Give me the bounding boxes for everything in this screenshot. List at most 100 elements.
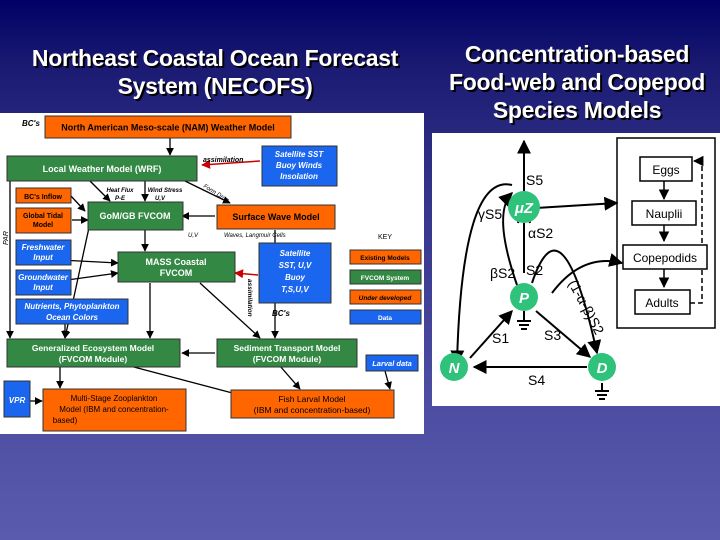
- node-zooplankton: [508, 191, 540, 223]
- zooplankton-box: [42, 388, 187, 432]
- bc-bottom-label: BC's: [272, 309, 290, 318]
- freshwater-line2: Input: [33, 253, 53, 262]
- node-phytoplankton: [510, 283, 538, 311]
- par-label: PAR: [3, 231, 10, 245]
- nam-label: North American Meso-scale (NAM) Weather …: [61, 123, 275, 133]
- nam-weather-model-box: [44, 115, 292, 139]
- uv-label: U,V: [188, 233, 199, 239]
- nutrients-line1: Nutrients, Phytoplankton: [24, 302, 119, 311]
- copepod-stage-frame: [616, 137, 716, 329]
- nutrients-box: [15, 298, 129, 325]
- stage-arrows: [658, 155, 704, 304]
- vpr-box: [3, 380, 31, 418]
- necofs-svg: BC's North American Meso-scale (NAM) Wea…: [3, 115, 422, 432]
- global-tidal-box: [15, 207, 72, 234]
- groundwater-line1: Groundwater: [18, 273, 69, 282]
- sat-winds-line1: Satellite SST: [275, 150, 325, 159]
- foodweb-diagram: μZ P N D S5 γS5 αS2 βS2 S2 (1-α-β)S2 S1 …: [432, 133, 720, 406]
- foodweb-title: Concentration-based Food-web and Copepod…: [432, 40, 720, 124]
- mass-coastal-box: [117, 251, 236, 283]
- sat-winds-line2: Buoy Winds: [276, 161, 323, 170]
- label-s5-top: S5: [526, 172, 543, 188]
- sediment-line1: Sediment Transport Model: [234, 343, 341, 353]
- necofs-title-line1: Northeast Coastal Ocean Forecast: [31, 45, 399, 71]
- bc-top-label: BC's: [22, 119, 40, 128]
- sediment-box: [216, 338, 358, 368]
- foodweb-title-line1: Concentration-based: [464, 41, 690, 67]
- label-s4: S4: [528, 372, 545, 388]
- assimilation-side-label: assimilation: [246, 279, 253, 317]
- assimilation-top-label: assimilation: [203, 157, 243, 164]
- larval-data-box: [365, 354, 419, 372]
- stage-copepodids-label: Copepodids: [633, 251, 697, 265]
- gom-fvcom-box: [87, 201, 184, 231]
- necofs-diagram: BC's North American Meso-scale (NAM) Wea…: [0, 113, 424, 434]
- form-drag-label: Form Drag: [202, 184, 230, 205]
- key-under-box: [349, 289, 422, 305]
- nutrients-line2: Ocean Colors: [46, 313, 99, 322]
- surface-wave-box: [216, 204, 336, 230]
- node-detritus: [588, 353, 616, 381]
- waves-langmuir-label: Waves, Langmuir Cells: [224, 233, 286, 239]
- foodweb-title-line2: Food-web and Copepod: [449, 69, 705, 95]
- node-n-label: N: [449, 360, 461, 377]
- node-p-label: P: [519, 290, 530, 307]
- node-d-label: D: [597, 360, 608, 377]
- node-nutrient: [440, 353, 468, 381]
- key-fvcom-box: [349, 269, 422, 285]
- satellite-sst-buoy-box: [258, 242, 332, 304]
- wind-stress-line2: U,V: [155, 196, 166, 202]
- key-under-label: Under developed: [359, 295, 413, 302]
- zooplankton-line2: Model (IBM and concentration-: [59, 405, 169, 414]
- necofs-labels: BC's North American Meso-scale (NAM) Wea…: [3, 119, 412, 425]
- label-gamma-s5: γS5: [478, 206, 502, 222]
- key-title: KEY: [378, 234, 392, 241]
- label-one-minus: (1-α-β)S2: [565, 277, 607, 337]
- sediment-line2: (FVCOM Module): [253, 354, 322, 364]
- vpr-label: VPR: [9, 396, 26, 405]
- label-alpha-s2: αS2: [528, 225, 553, 241]
- global-tidal-line2: Model: [33, 222, 53, 229]
- fish-larval-line1: Fish Larval Model: [278, 394, 345, 404]
- bc-inflow-box: [15, 187, 72, 204]
- label-s1: S1: [492, 330, 509, 346]
- sat-sst-line2: SST, U,V: [279, 261, 312, 270]
- bc-inflow-label: BC's Inflow: [24, 194, 62, 201]
- necofs-title-line2: System (NECOFS): [117, 73, 313, 99]
- stage-nauplii-label: Nauplii: [646, 207, 683, 221]
- sat-sst-line4: T,S,U,V: [281, 285, 309, 294]
- wrf-label: Local Weather Model (WRF): [43, 164, 162, 174]
- key-data-box: [349, 309, 422, 325]
- global-tidal-line1: Global Tidal: [23, 213, 63, 220]
- foodweb-svg: μZ P N D S5 γS5 αS2 βS2 S2 (1-α-β)S2 S1 …: [440, 137, 716, 400]
- stage-adults-box: [634, 289, 691, 315]
- sat-winds-line3: Insolation: [280, 172, 318, 181]
- stage-eggs-label: Eggs: [652, 163, 679, 177]
- ecosystem-box: [6, 338, 181, 368]
- ecosystem-line1: Generalized Ecosystem Model: [32, 343, 154, 353]
- key-data-label: Data: [378, 315, 392, 322]
- heat-flux-line2: P-E: [115, 196, 126, 202]
- ecosystem-line2: (FVCOM Module): [59, 354, 128, 364]
- gom-fvcom-label: GoM/GB FVCOM: [100, 211, 171, 221]
- label-s3: S3: [544, 327, 561, 343]
- foodweb-title-line3: Species Models: [492, 97, 662, 123]
- stage-copepodids-box: [622, 244, 708, 270]
- key-existing-box: [349, 249, 422, 265]
- zooplankton-line1: Multi-Stage Zooplankton: [71, 394, 158, 403]
- key-existing-label: Existing Models: [360, 255, 410, 262]
- necofs-assimilation-connectors: [201, 159, 261, 279]
- node-z-label: μZ: [514, 200, 534, 217]
- sat-sst-line1: Satellite: [280, 249, 311, 258]
- stage-adults-label: Adults: [645, 296, 678, 310]
- label-s2: S2: [526, 262, 543, 278]
- necofs-title: Northeast Coastal Ocean Forecast System …: [10, 44, 420, 100]
- stage-nauplii-box: [631, 200, 697, 226]
- zooplankton-line3: based): [53, 416, 78, 425]
- groundwater-box: [15, 269, 72, 296]
- surface-wave-label: Surface Wave Model: [232, 212, 319, 222]
- larval-data-label: Larval data: [372, 359, 412, 368]
- freshwater-box: [15, 239, 72, 266]
- heat-flux-line1: Heat Flux: [106, 188, 134, 194]
- freshwater-line1: Freshwater: [22, 243, 66, 252]
